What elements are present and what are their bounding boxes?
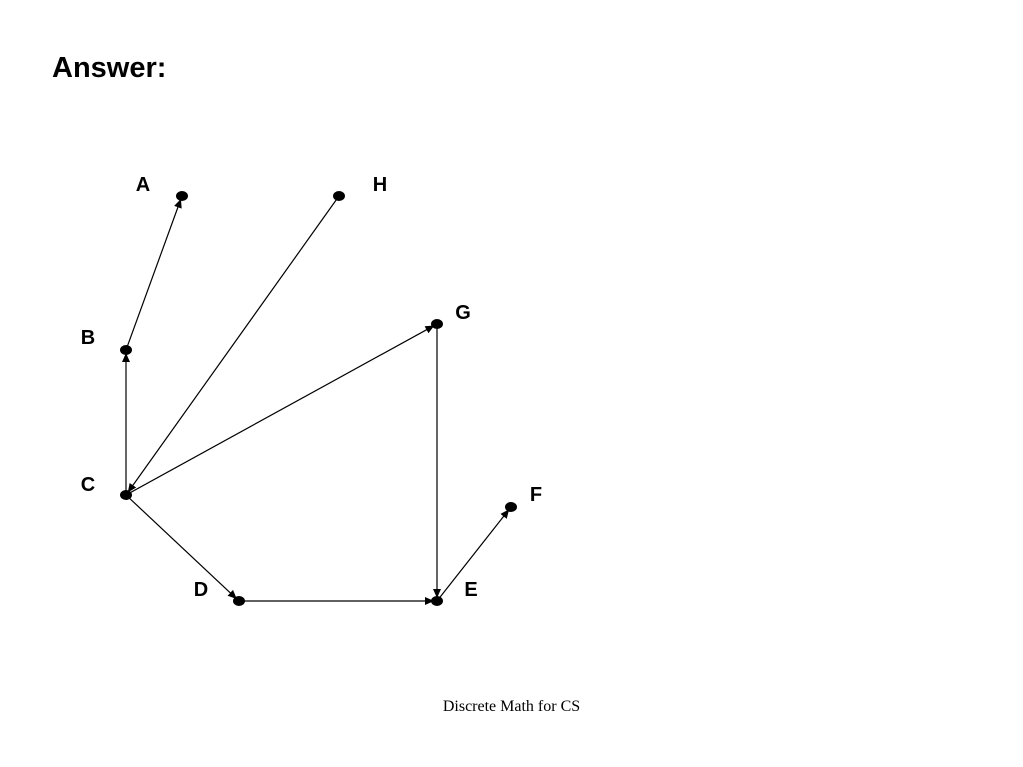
edges-layer xyxy=(122,195,510,605)
node-f xyxy=(505,502,517,512)
node-label-d: D xyxy=(194,579,208,601)
node-a xyxy=(176,191,188,201)
node-label-h: H xyxy=(373,174,387,196)
node-g xyxy=(431,319,443,329)
node-e xyxy=(431,596,443,606)
labels-layer: A H G B C F D E xyxy=(81,174,542,601)
node-label-c: C xyxy=(81,474,95,496)
node-label-b: B xyxy=(81,327,95,349)
slide-title: Answer: xyxy=(52,52,167,84)
node-label-g: G xyxy=(455,302,471,324)
node-b xyxy=(120,345,132,355)
edge-e-to-f xyxy=(436,509,510,602)
edge-c-to-d xyxy=(125,494,237,599)
node-label-a: A xyxy=(136,174,150,196)
node-label-f: F xyxy=(530,484,542,506)
node-c xyxy=(120,490,132,500)
node-d xyxy=(233,596,245,606)
edge-c-to-g xyxy=(125,325,435,496)
slide-footer: Discrete Math for CS xyxy=(442,698,581,715)
nodes-layer xyxy=(120,191,517,606)
edge-b-to-a xyxy=(125,198,182,351)
node-label-e: E xyxy=(464,579,477,601)
node-h xyxy=(333,191,345,201)
edge-h-to-c xyxy=(127,195,340,493)
